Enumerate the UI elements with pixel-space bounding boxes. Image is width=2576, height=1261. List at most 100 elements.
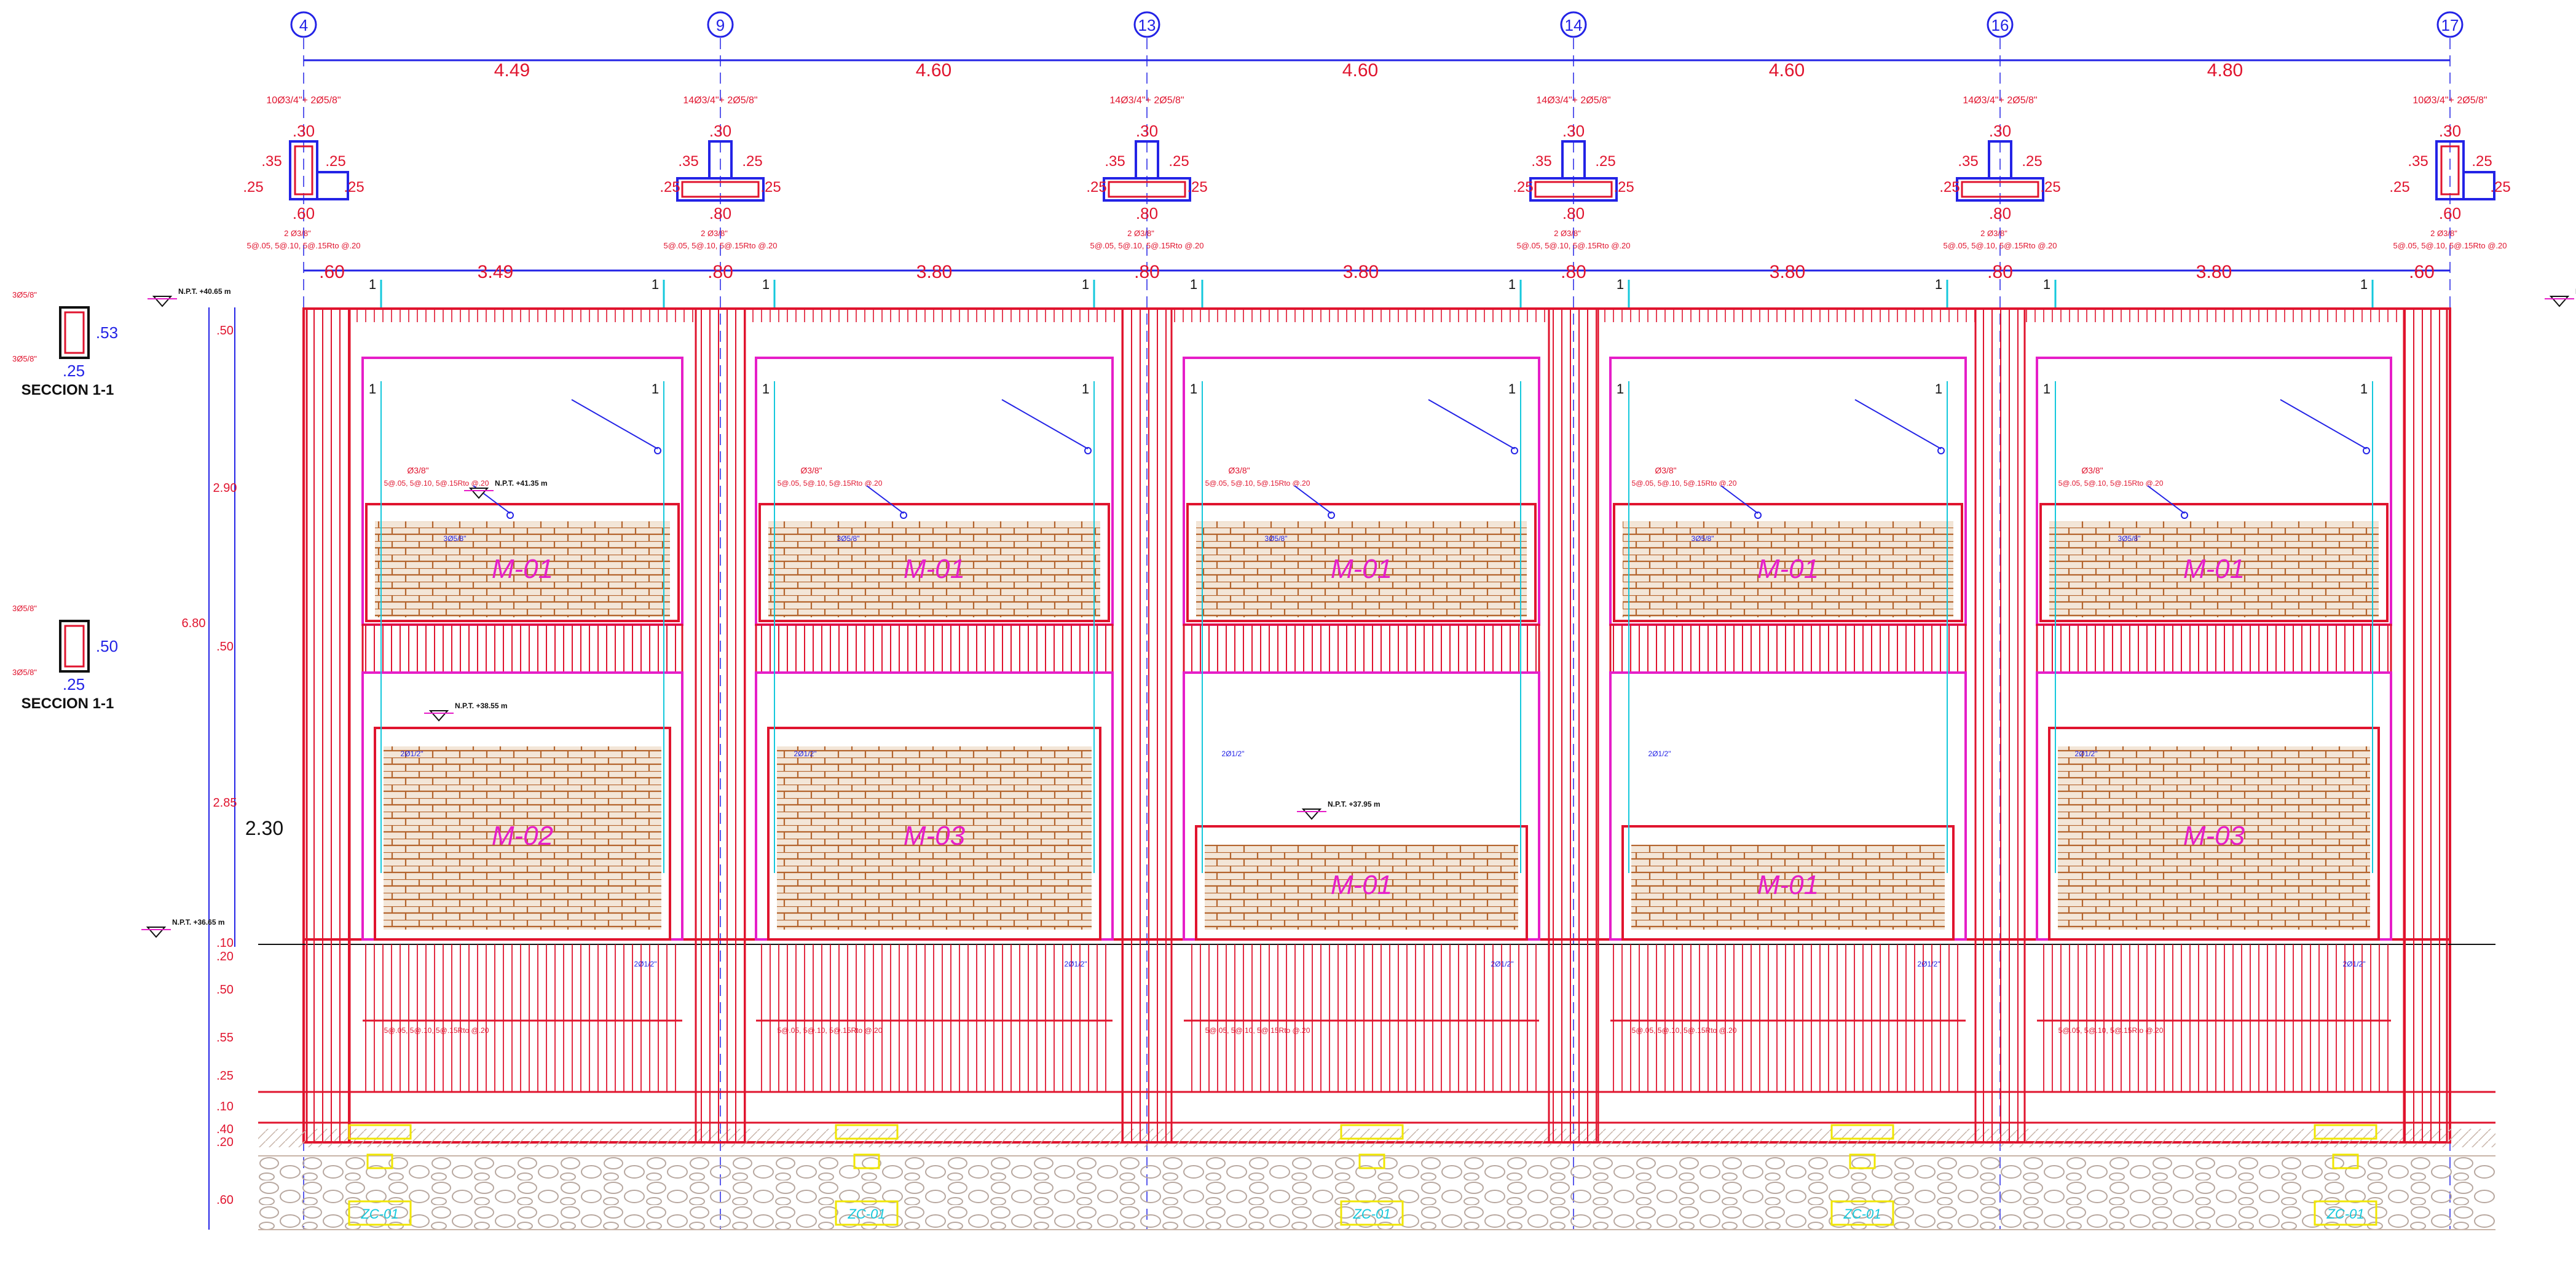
footing-tag-frame (1358, 1153, 1385, 1169)
footing-tag-frame (348, 1124, 412, 1140)
column-stirrup-spacing: 5@.05, 5@.10, 5@.15Rto @.20 (663, 241, 777, 250)
inner-span-value: 3.80 (916, 262, 952, 282)
axis-label: 14 (1565, 16, 1583, 34)
column-stirrup-spacing: 5@.05, 5@.10, 5@.15Rto @.20 (246, 241, 360, 250)
upper-wall-brick (1623, 521, 1953, 617)
section-mark: 1 (2360, 381, 2368, 397)
axis-bubble (1133, 11, 1160, 38)
column-dim: .25 (742, 153, 762, 170)
column-stirrup (1108, 181, 1186, 198)
wall-label-lower: M-01 (1757, 870, 1819, 900)
level-label: N.P.T. +40.65 m (178, 287, 231, 296)
wall-label-upper: M-01 (1331, 554, 1392, 584)
inner-span-value: .80 (1561, 262, 1586, 282)
footing-tag-frame (835, 1124, 899, 1140)
column-dim: .25 (2389, 179, 2409, 196)
wall-label-lower: M-01 (1331, 870, 1392, 900)
column-dim: .25 (1595, 153, 1615, 170)
column-stirrup-count: 2 Ø3/8" (284, 229, 311, 238)
span-value: 4.60 (1342, 60, 1378, 81)
section-mark: 1 (2360, 277, 2368, 292)
beam-note: 2Ø1/2" (401, 749, 423, 758)
beam-note: 2Ø1/2" (794, 749, 817, 758)
mid-beam (361, 623, 683, 674)
lower-wall-brick (1631, 845, 1945, 930)
leader-dot (1328, 512, 1335, 519)
leader-line (866, 485, 904, 514)
column-dim: .80 (709, 204, 731, 223)
foundation-beam (756, 944, 1113, 1092)
leader-line (1294, 485, 1332, 514)
foundation-beam (1610, 944, 1966, 1092)
leader-dot (2181, 512, 2188, 519)
column-shape (316, 171, 349, 200)
footing-tag-frame (1830, 1200, 1894, 1226)
column-dim: .25 (2040, 179, 2060, 196)
beam-note: 5@.05, 5@.10, 5@.15Rto @.20 (2058, 479, 2164, 488)
column-dim: .25 (1086, 179, 1106, 196)
section-title: SECCION 1-1 (22, 382, 114, 398)
wall-label-upper: M-01 (492, 554, 553, 584)
level-symbol (1301, 808, 1322, 820)
wall-label-upper: M-01 (1757, 554, 1819, 584)
axis-label: 13 (1138, 16, 1156, 34)
inner-span-value: .60 (2409, 262, 2435, 282)
beam-note: 2Ø1/2" (1491, 960, 1514, 968)
column (695, 307, 746, 1144)
inner-span-value: .60 (319, 262, 345, 282)
footing-tag-frame (2332, 1153, 2359, 1169)
column-stirrup (681, 181, 760, 198)
column-dim: .80 (1989, 204, 2011, 223)
vertical-dim-value: 2.90 (213, 481, 237, 495)
column-stirrup (2440, 145, 2460, 196)
leader-dot (1084, 447, 1092, 454)
section-title: SECCION 1-1 (22, 695, 114, 712)
column-stirrup-spacing: 5@.05, 5@.10, 5@.15Rto @.20 (2393, 241, 2507, 250)
column-dim: .30 (1562, 122, 1585, 140)
section-outline (59, 620, 90, 673)
section-mark: 1 (652, 381, 659, 397)
column-rebar: 14Ø3/4"+ 2Ø5/8" (683, 95, 757, 106)
upper-wall-brick (1196, 521, 1527, 617)
level-label: N.P.T. +38.55 m (455, 702, 508, 710)
beam-note: 5@.05, 5@.10, 5@.15Rto @.20 (384, 479, 489, 488)
axis-bubble (1987, 11, 2014, 38)
inner-span-value: 3.49 (478, 262, 513, 282)
section-mark: 1 (369, 277, 376, 292)
section-mark: 1 (2043, 381, 2050, 397)
column-dim: .30 (1989, 122, 2011, 140)
column-shape (2462, 171, 2495, 200)
mid-beam (1183, 623, 1540, 674)
section-stirrup (64, 311, 85, 354)
column-details: 10Ø3/4"+ 2Ø5/8".30.60.25.25.35.252 Ø3/8"… (243, 95, 2510, 250)
section-bar: 3Ø5/8" (12, 668, 37, 677)
column-dim: .35 (2408, 153, 2428, 170)
column-dim: .25 (1613, 179, 1634, 196)
vertical-dim-value: .60 (216, 1193, 234, 1207)
section-mark: 1 (1082, 381, 1089, 397)
column-stirrup (1534, 181, 1613, 198)
column-dim: .25 (760, 179, 781, 196)
leader-line (1428, 399, 1515, 449)
column (1548, 307, 1599, 1144)
beam-note: Ø3/8" (407, 465, 428, 475)
section-bar: 3Ø5/8" (12, 290, 37, 299)
lower-wall-brick (2058, 746, 2370, 930)
vertical-dim-value: .20 (216, 950, 234, 963)
inner-span-value: .80 (707, 262, 733, 282)
column-dim: .30 (709, 122, 731, 140)
wall-label-upper: M-01 (904, 554, 965, 584)
column-dim: .25 (1187, 179, 1207, 196)
section-bar: 3Ø5/8" (12, 604, 37, 613)
leader-dot (1754, 512, 1762, 519)
wall-label-lower: M-02 (492, 821, 553, 851)
vertical-dim-value: .10 (216, 1100, 234, 1113)
vertical-dim-value: 2.85 (213, 796, 237, 810)
beam-note: 5@.05, 5@.10, 5@.15Rto @.20 (1205, 1026, 1310, 1035)
column-stirrup-count: 2 Ø3/8" (1554, 229, 1581, 238)
column (1974, 307, 2026, 1144)
